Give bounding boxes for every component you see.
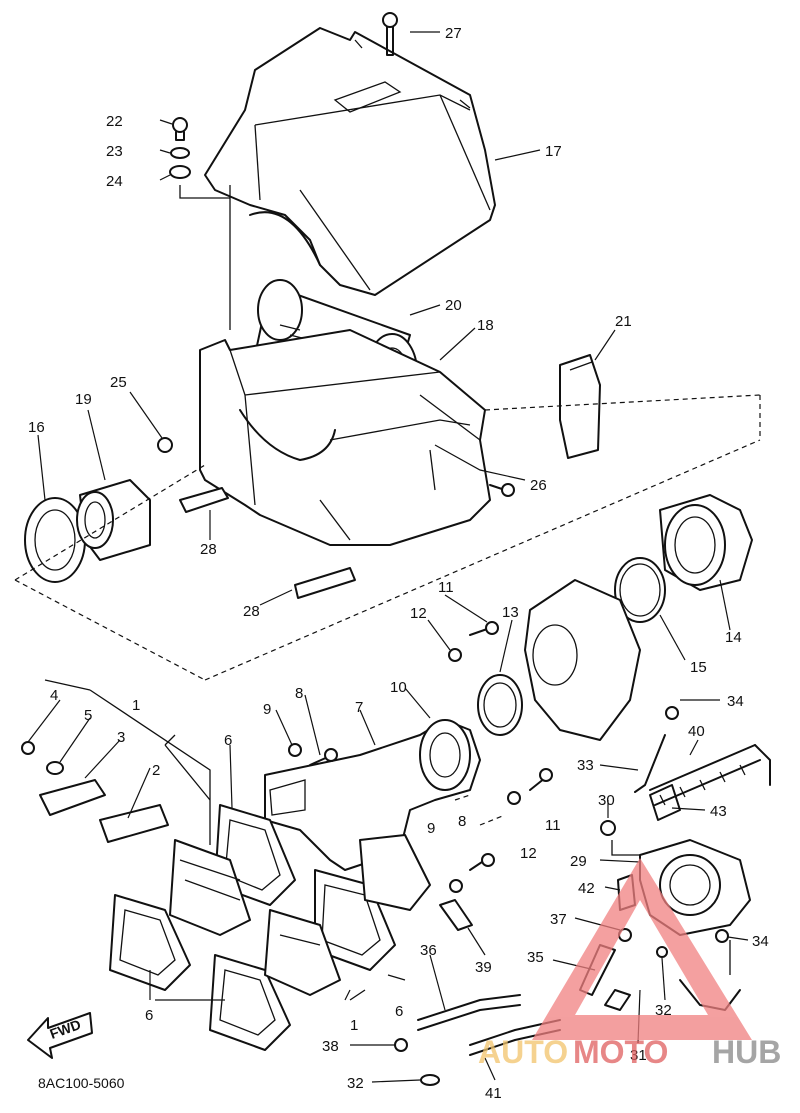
- sponge-blocks: [179, 354, 601, 599]
- watermark-triangle-icon: [532, 858, 752, 1040]
- airbox-case: [199, 329, 491, 546]
- gaskets-and-reed-valves: [39, 779, 431, 1051]
- callout: 43: [710, 803, 727, 820]
- callout: 32: [655, 1002, 672, 1019]
- intake-manifold: [264, 719, 481, 871]
- callout: 21: [615, 313, 632, 330]
- callout: 17: [545, 143, 562, 160]
- callout: 33: [577, 757, 594, 774]
- callout: 11: [438, 579, 454, 596]
- fasteners: [21, 12, 729, 1086]
- callout: 31: [630, 1047, 647, 1064]
- callout: 9: [263, 701, 271, 718]
- callout-numbers: 1 1 2 3 4 5 6 6 6 7 8 8 9 9 10 11 11 12 …: [28, 25, 769, 1102]
- callout: 6: [224, 732, 232, 749]
- leader-lines: [27, 31, 749, 1083]
- callout: 12: [520, 845, 537, 862]
- callout: 25: [110, 374, 127, 391]
- callout: 19: [75, 391, 92, 408]
- reference-lines: [14, 185, 761, 1001]
- callout: 41: [485, 1085, 502, 1102]
- watermark-hub: HUB: [712, 1034, 781, 1070]
- callout: 13: [502, 604, 519, 621]
- watermark-moto: MOTO: [573, 1034, 668, 1070]
- callout: 3: [117, 729, 125, 746]
- diagram-code: 8AC100-5060: [38, 1075, 125, 1091]
- callout: 15: [690, 659, 707, 676]
- callout: 24: [106, 173, 123, 190]
- joint-assembly-left: [24, 479, 151, 583]
- callout: 39: [475, 959, 492, 976]
- callout: 40: [688, 723, 705, 740]
- callout: 11: [545, 817, 561, 834]
- callout: 6: [395, 1003, 403, 1020]
- airbox-cover: [204, 27, 496, 296]
- callout: 12: [410, 605, 427, 622]
- callout: 16: [28, 419, 45, 436]
- callout: 20: [445, 297, 462, 314]
- callout: 14: [725, 629, 742, 646]
- callout: 30: [598, 792, 615, 809]
- callout: 8: [295, 685, 303, 702]
- joint-assembly-right: [477, 494, 753, 741]
- callout: 28: [243, 603, 260, 620]
- fwd-arrow: FWD: [27, 1012, 93, 1059]
- callout: 38: [322, 1038, 339, 1055]
- callout: 4: [50, 687, 58, 704]
- callout: 27: [445, 25, 462, 42]
- callout: 35: [527, 949, 544, 966]
- callout: 29: [570, 853, 587, 870]
- callout: 23: [106, 143, 123, 160]
- callout: 26: [530, 477, 547, 494]
- callout: 9: [427, 820, 435, 837]
- watermark-auto: AUTO: [478, 1034, 568, 1070]
- callout: 10: [390, 679, 407, 696]
- callout: 34: [727, 693, 744, 710]
- callout: 36: [420, 942, 437, 959]
- callout: 5: [84, 707, 92, 724]
- callout: 18: [477, 317, 494, 334]
- callout: 32: [347, 1075, 364, 1092]
- watermark: AUTO MOTO HUB: [478, 858, 781, 1070]
- callout: 22: [106, 113, 123, 130]
- callout: 42: [578, 880, 595, 897]
- callout: 1: [350, 1017, 358, 1034]
- callout: 34: [752, 933, 769, 950]
- callout: 2: [152, 762, 160, 779]
- callout: 28: [200, 541, 217, 558]
- callout: 37: [550, 911, 567, 928]
- callout: 8: [458, 813, 466, 830]
- callout: 1: [132, 697, 140, 714]
- callout: 6: [145, 1007, 153, 1024]
- callout: 7: [355, 699, 363, 716]
